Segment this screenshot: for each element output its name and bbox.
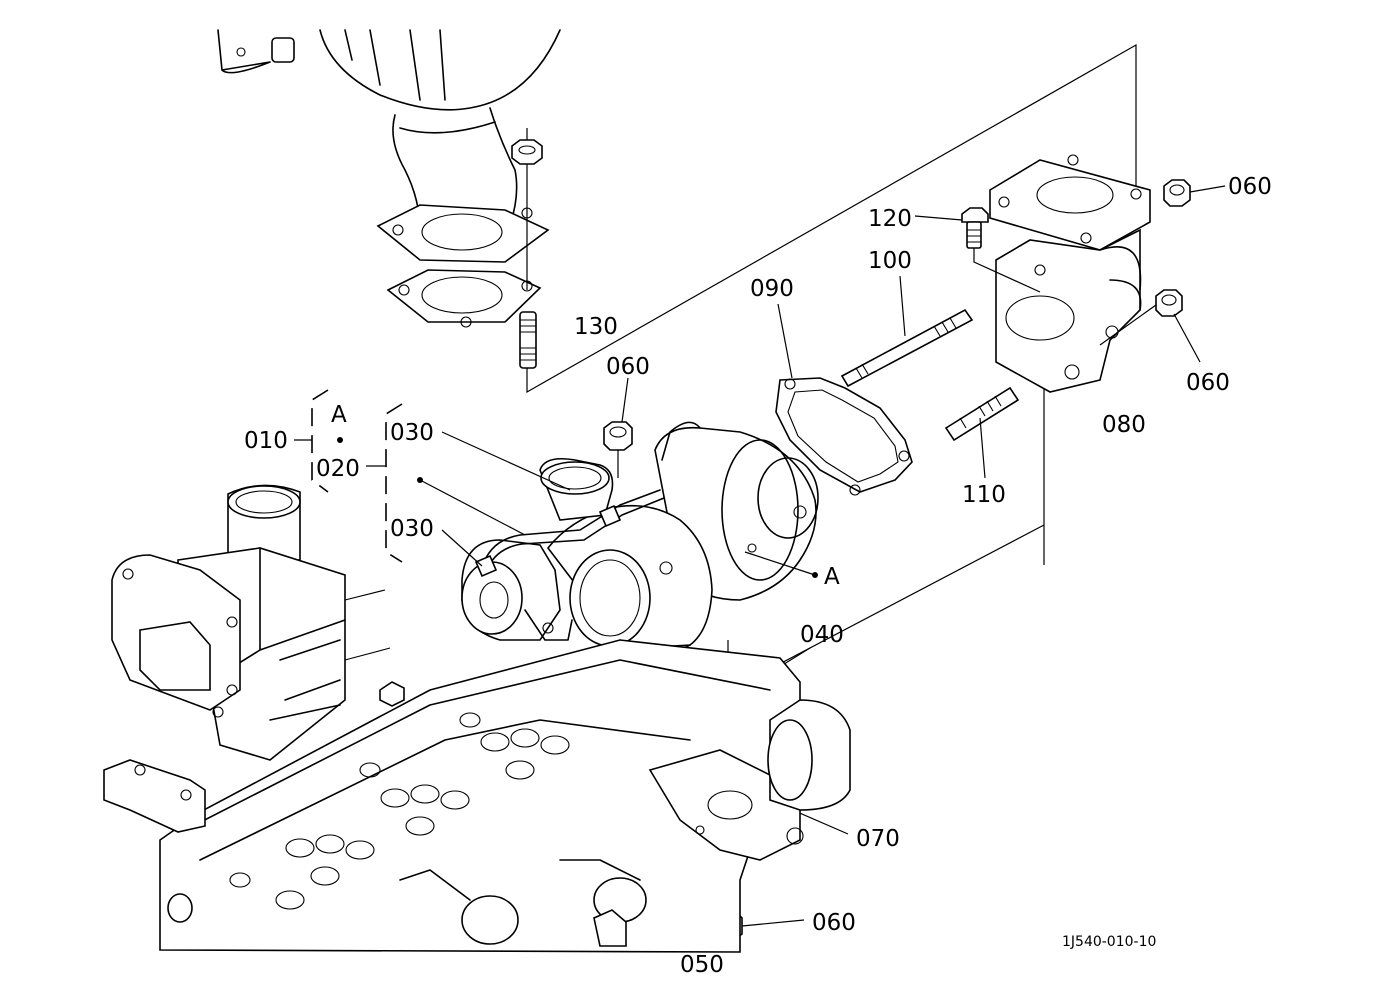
throttle-body-assembly [111,484,391,761]
gasket-090 [775,377,913,496]
nut-060-upper-right [1163,179,1191,207]
label-080: 080 [1102,412,1146,438]
label-060-upper-right: 060 [1228,174,1272,200]
part-labels: 060 120 100 090 060 080 110 130 060 010 … [244,174,1272,978]
cylinder-head [103,639,851,953]
exhaust-pipe-assembly [217,29,561,328]
label-020: 020 [316,456,360,482]
bolt-120 [961,207,1041,293]
label-130: 130 [574,314,618,340]
stud-100 [840,308,974,388]
nut-060-mid-right [1155,289,1183,317]
label-A-top: A [331,402,347,428]
label-A-right: A [824,564,840,590]
label-060-bottom: 060 [812,910,856,936]
label-110: 110 [962,482,1006,508]
label-030-lower: 030 [390,516,434,542]
label-100: 100 [868,248,912,274]
drawing-code: 1J540-010-10 [1062,934,1156,950]
label-060-center: 060 [606,354,650,380]
stud-110 [944,386,1020,442]
label-010: 010 [244,428,288,454]
label-040: 040 [800,622,844,648]
turbocharger [461,421,819,661]
label-060-mid-right: 060 [1186,370,1230,396]
nut-top-flange [511,128,543,290]
assembly-reference-brackets [294,389,818,578]
nut-060-center [603,421,633,451]
label-070: 070 [856,826,900,852]
label-120: 120 [868,206,912,232]
stud-130 [519,311,537,369]
label-030-upper: 030 [390,420,434,446]
label-090: 090 [750,276,794,302]
label-050: 050 [680,952,724,978]
exhaust-elbow-080 [989,154,1151,393]
